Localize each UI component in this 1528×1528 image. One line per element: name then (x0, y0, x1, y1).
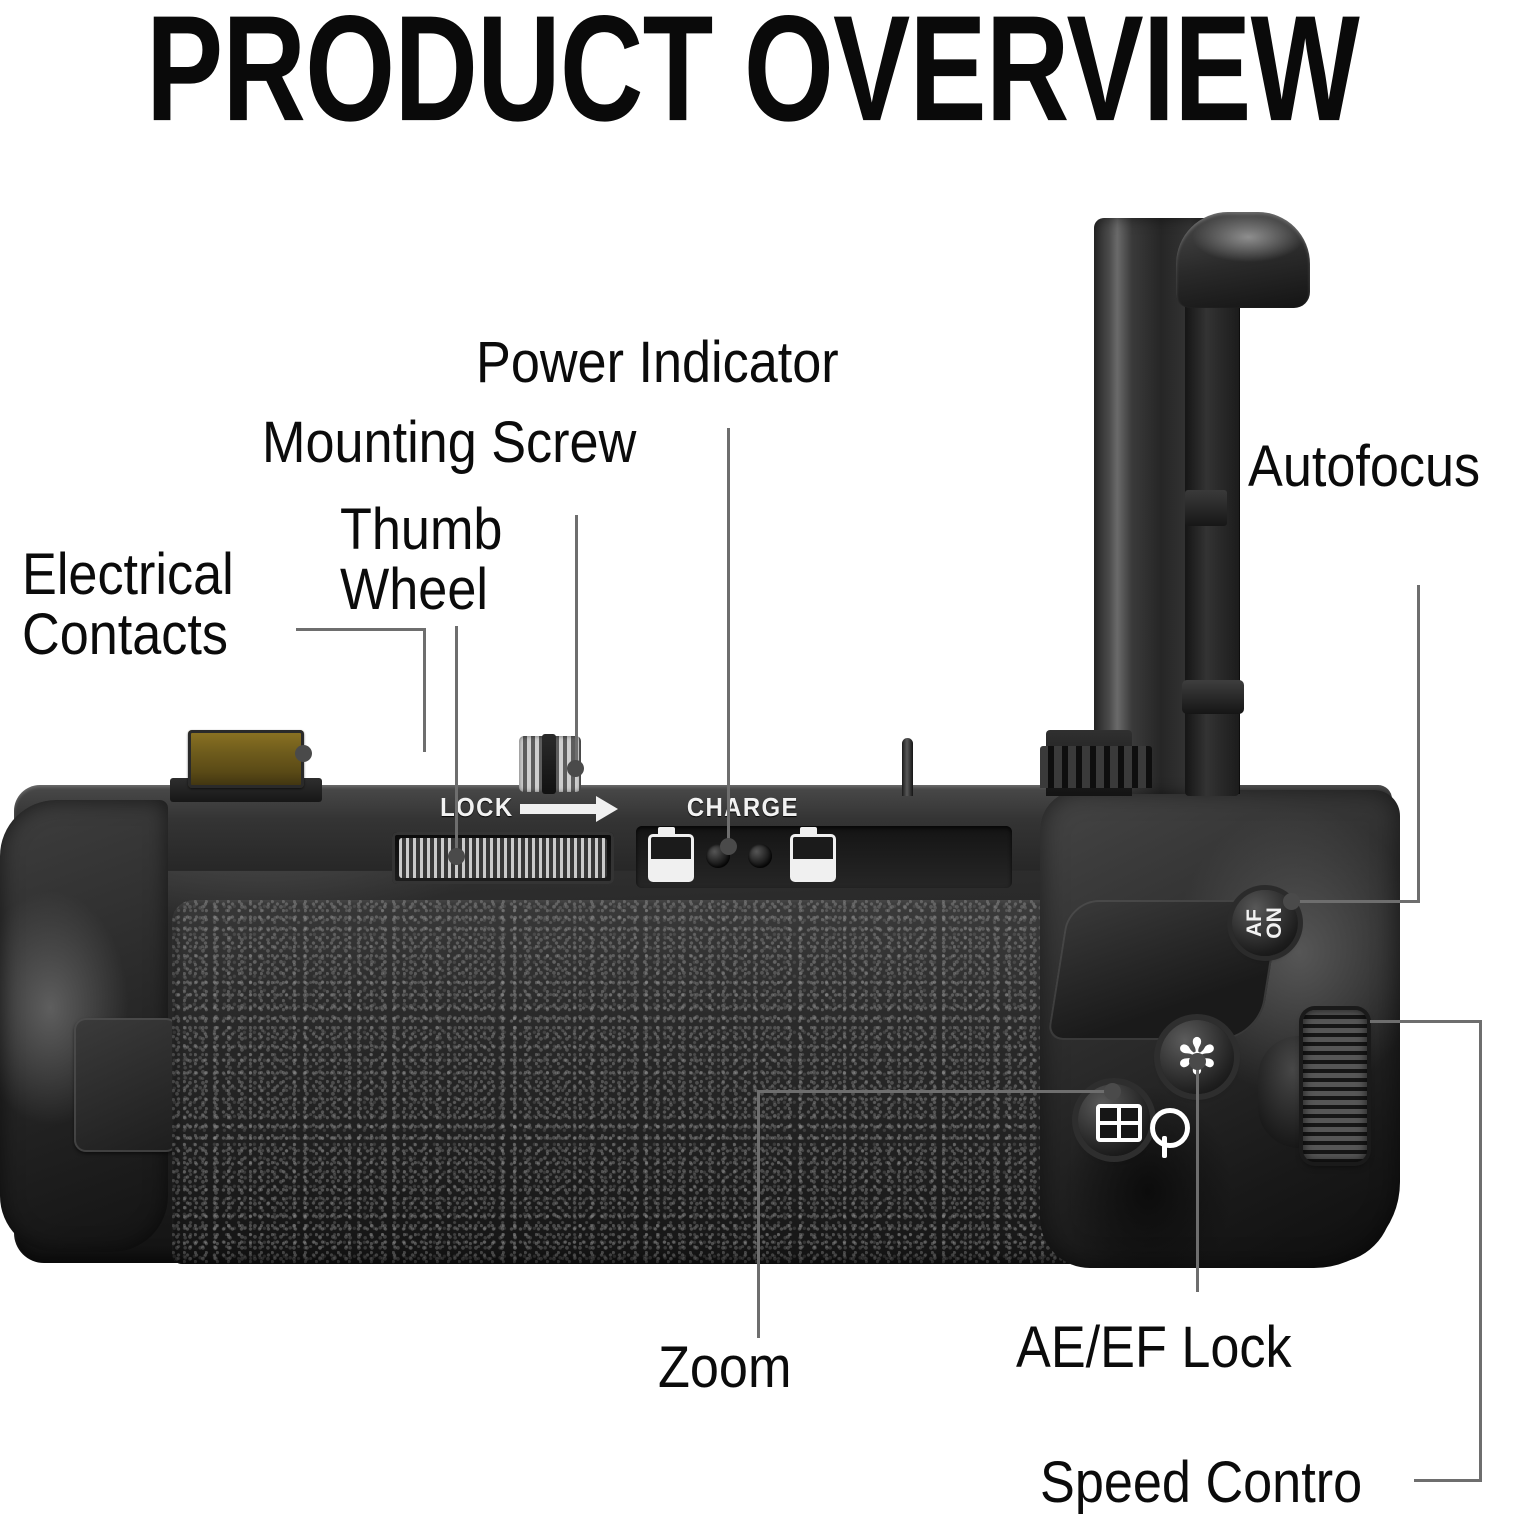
battery-icon (790, 827, 836, 882)
leader-dot-autofocus (1283, 893, 1300, 910)
leader-dot-ae-ef-lock (1189, 1053, 1206, 1070)
grip-left-door (74, 1018, 178, 1152)
tower-tab-lower (1182, 680, 1244, 714)
tower-tab-upper (1185, 490, 1227, 526)
callout-label-electrical-contacts: Electrical Contacts (22, 542, 234, 668)
leader-zoom-h (757, 1090, 1112, 1093)
leader-ae-ef-lock (1196, 1060, 1199, 1292)
led-indicator (748, 844, 772, 868)
leader-electrical-contacts-h (296, 628, 426, 631)
leader-autofocus-v (1417, 585, 1420, 903)
callout-label-mounting-screw: Mounting Screw (262, 410, 637, 475)
leader-speed-control-h1 (1370, 1020, 1482, 1023)
leader-autofocus-h (1290, 900, 1420, 903)
leader-zoom-v (757, 1090, 760, 1338)
callout-label-speed-control: Speed Contro (1040, 1450, 1363, 1515)
leader-speed-control-v (1479, 1020, 1482, 1482)
right-arrow-icon (520, 796, 618, 822)
leader-power-indicator (727, 428, 730, 848)
leader-dot-thumb-wheel (448, 848, 465, 865)
leader-dot-zoom (1104, 1083, 1121, 1100)
leader-dot-power-indicator (720, 838, 737, 855)
electrical-contacts (188, 730, 304, 788)
alignment-pin (902, 738, 913, 796)
page-title: PRODUCT OVERVIEW (146, 0, 1360, 153)
tower-head (1176, 212, 1310, 308)
callout-label-zoom: Zoom (658, 1335, 792, 1400)
leader-mounting-screw (575, 515, 578, 770)
callout-label-ae-ef-lock: AE/EF Lock (1016, 1315, 1292, 1380)
callout-label-thumb-wheel: Thumb Wheel (340, 497, 503, 623)
callout-label-autofocus: Autofocus (1248, 434, 1481, 499)
leader-electrical-contacts-v (423, 628, 426, 752)
battery-icon (648, 827, 694, 882)
leader-dot-electrical-contacts (295, 745, 312, 762)
magnifier-handle-icon (1162, 1136, 1167, 1158)
charge-label: CHARGE (686, 792, 799, 822)
tower-rail (1185, 296, 1239, 796)
leader-speed-control-h2 (1414, 1479, 1482, 1482)
af-point-grid-icon (1096, 1104, 1142, 1142)
leader-dot-mounting-screw (567, 760, 584, 777)
grip-textured-panel (172, 900, 1192, 1264)
callout-label-power-indicator: Power Indicator (476, 330, 839, 395)
leader-thumb-wheel (455, 626, 458, 858)
tower-ridge-comb (1040, 746, 1152, 788)
thumb-wheel-slider[interactable] (399, 838, 607, 878)
mounting-screw-slot (542, 734, 556, 794)
speed-control-dial[interactable] (1303, 1010, 1367, 1162)
lock-label: LOCK (440, 792, 514, 822)
magnifier-icon (1150, 1108, 1190, 1148)
